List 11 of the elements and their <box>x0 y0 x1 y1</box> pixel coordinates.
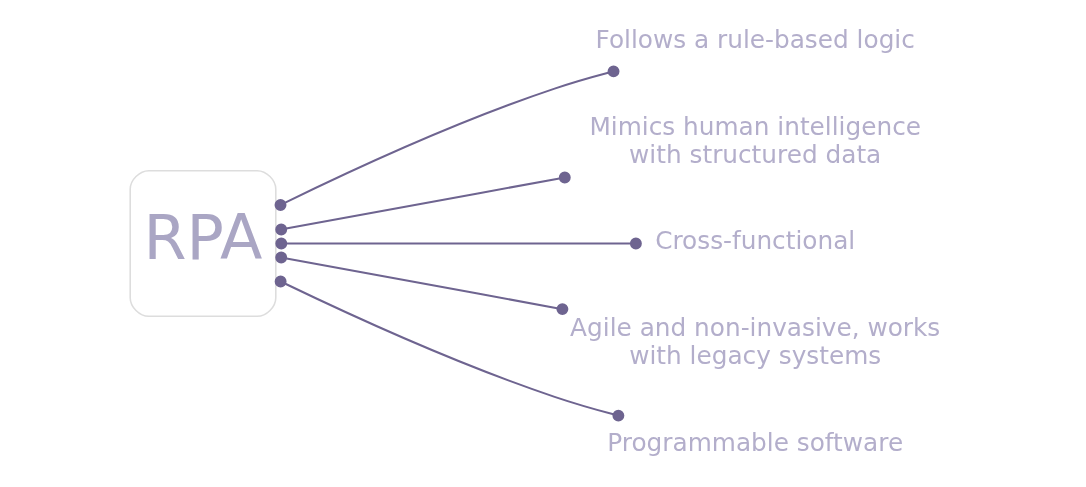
connector <box>274 65 620 211</box>
node-text: Mimics human intelligence with structured data <box>589 111 922 169</box>
node-text: Agile and non-invasive, works with legacy systems <box>570 313 941 371</box>
connector <box>275 251 569 316</box>
node-box: RPA <box>129 169 277 318</box>
connector <box>274 275 625 422</box>
connector <box>275 237 642 250</box>
node-text: Programmable software <box>607 427 904 457</box>
connector <box>275 171 571 236</box>
node-text: Follows a rule-based logic <box>595 25 915 55</box>
node-text: Cross-functional <box>655 226 856 256</box>
